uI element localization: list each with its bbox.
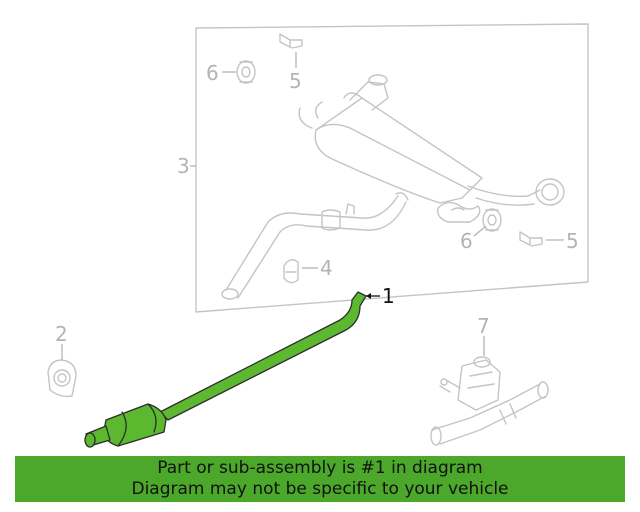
info-banner: Part or sub-assembly is #1 in diagram Di…: [15, 456, 625, 502]
callout-5-lower: 5: [566, 229, 579, 253]
part-1-front-pipe: [84, 291, 367, 448]
callout-4: 4: [320, 256, 333, 280]
valve-assembly-7: [430, 356, 549, 446]
callout-5-upper: 5: [289, 69, 302, 93]
muffler: [298, 74, 565, 223]
callout-7: 7: [477, 314, 490, 338]
callout-2: 2: [55, 322, 68, 346]
intermediate-pipe: [221, 192, 409, 300]
banner-line-2: Diagram may not be specific to your vehi…: [131, 479, 509, 499]
isolator-upper: [236, 60, 256, 84]
clip-lower: [519, 231, 543, 247]
bracket-4: [283, 259, 299, 284]
gasket-2: [47, 359, 77, 398]
banner-line-1: Part or sub-assembly is #1 in diagram: [157, 458, 483, 478]
callout-3: 3: [177, 154, 190, 178]
assembly-3-box: [195, 23, 589, 313]
clip-upper: [279, 33, 303, 49]
callout-6-lower: 6: [460, 229, 473, 253]
leader-lines: [61, 52, 564, 360]
isolator-lower: [482, 208, 502, 232]
exhaust-parts-diagram: 1 2 3 4 5 5 6 6 7: [47, 23, 589, 448]
callout-6-upper: 6: [206, 61, 219, 85]
callout-1: 1: [382, 284, 395, 308]
